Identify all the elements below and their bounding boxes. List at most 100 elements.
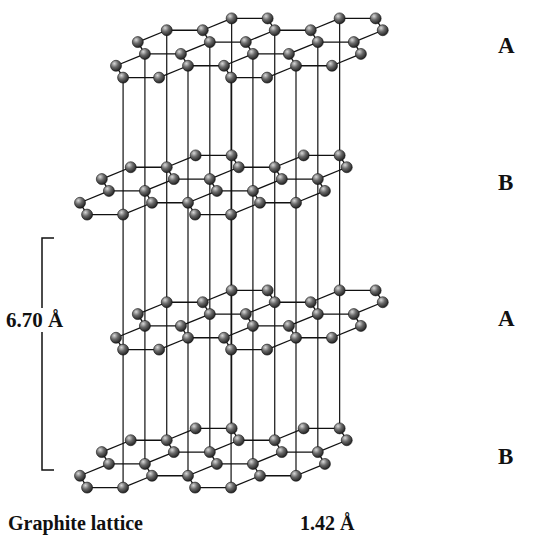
carbon-atom (262, 285, 273, 296)
stacking-line (339, 18, 340, 428)
stacking-line (252, 54, 253, 464)
carbon-atom (226, 285, 237, 296)
stacking-line (187, 66, 188, 476)
carbon-atom (298, 423, 309, 434)
graphene-layer (111, 13, 389, 83)
carbon-atom (298, 150, 309, 161)
carbon-atom (291, 470, 302, 481)
carbon-atom (175, 320, 186, 331)
carbon-atom (319, 185, 330, 196)
carbon-atom (219, 332, 230, 343)
carbon-atom (291, 332, 302, 343)
carbon-atom (118, 344, 129, 355)
carbon-atom (197, 297, 208, 308)
carbon-atom (139, 320, 150, 331)
carbon-atom (183, 332, 194, 343)
carbon-atom (276, 447, 287, 458)
carbon-atom (312, 174, 323, 185)
carbon-atom (161, 162, 172, 173)
carbon-atom (291, 197, 302, 208)
carbon-atom (132, 37, 143, 48)
caption: Graphite lattice (6, 512, 145, 535)
carbon-atom (370, 13, 381, 24)
carbon-atom (327, 60, 338, 71)
carbon-atom (262, 344, 273, 355)
carbon-atom (334, 13, 345, 24)
carbon-atom (154, 72, 165, 83)
graphene-layer (75, 150, 353, 220)
carbon-atom (219, 60, 230, 71)
carbon-atom (305, 25, 316, 36)
stacking-lines (123, 18, 340, 487)
carbon-atom (75, 197, 86, 208)
carbon-atom (125, 435, 136, 446)
carbon-atom (262, 72, 273, 83)
carbon-atom (139, 458, 150, 469)
carbon-atom (111, 332, 122, 343)
carbon-atom (276, 174, 287, 185)
carbon-atom (226, 344, 237, 355)
carbon-atom (233, 435, 244, 446)
layer-label: B (496, 444, 515, 470)
carbon-atom (334, 423, 345, 434)
carbon-atom (334, 150, 345, 161)
carbon-atom (111, 60, 122, 71)
carbon-atom (190, 209, 201, 220)
graphene-layer (111, 285, 389, 355)
carbon-atom (103, 185, 114, 196)
carbon-atom (161, 25, 172, 36)
carbon-atom (190, 150, 201, 161)
carbon-atom (154, 344, 165, 355)
carbon-atom (291, 60, 302, 71)
carbon-atom (283, 320, 294, 331)
carbon-atom (183, 197, 194, 208)
carbon-atom (75, 470, 86, 481)
carbon-atom (312, 309, 323, 320)
carbon-atom (226, 13, 237, 24)
carbon-atom (204, 37, 215, 48)
carbon-atom (377, 297, 388, 308)
carbon-atom (139, 48, 150, 59)
carbon-atom (147, 470, 158, 481)
carbon-atom (103, 458, 114, 469)
stacking-line (209, 42, 210, 452)
carbon-atom (247, 185, 258, 196)
carbon-atom (305, 297, 316, 308)
carbon-atom (226, 72, 237, 83)
carbon-atom (190, 423, 201, 434)
carbon-atom (247, 320, 258, 331)
carbon-atom (247, 458, 258, 469)
carbon-atom (355, 320, 366, 331)
stacking-line (274, 30, 275, 440)
carbon-atom (226, 482, 237, 493)
carbon-atom (168, 174, 179, 185)
carbon-atom (132, 309, 143, 320)
stacking-line (122, 78, 123, 488)
carbon-atom (211, 458, 222, 469)
carbon-atom (82, 482, 93, 493)
carbon-atom (118, 209, 129, 220)
carbon-atom (204, 309, 215, 320)
carbon-atom (341, 435, 352, 446)
carbon-atom (377, 25, 388, 36)
carbon-atom (147, 197, 158, 208)
spacing-bracket (42, 238, 54, 470)
carbon-atom (161, 435, 172, 446)
carbon-atom (161, 297, 172, 308)
carbon-atom (255, 470, 266, 481)
carbon-atom (319, 458, 330, 469)
carbon-atom (183, 470, 194, 481)
carbon-atom (226, 209, 237, 220)
dimension-label: 1.42 Å (298, 512, 356, 535)
carbon-atom (355, 48, 366, 59)
carbon-atom (226, 423, 237, 434)
carbon-atom (125, 162, 136, 173)
carbon-atom (334, 285, 345, 296)
carbon-atom (255, 197, 266, 208)
carbon-atom (240, 309, 251, 320)
graphene-layer (75, 423, 353, 493)
carbon-atom (312, 37, 323, 48)
carbon-atom (370, 285, 381, 296)
stacking-line (317, 42, 318, 452)
carbon-atom (183, 60, 194, 71)
